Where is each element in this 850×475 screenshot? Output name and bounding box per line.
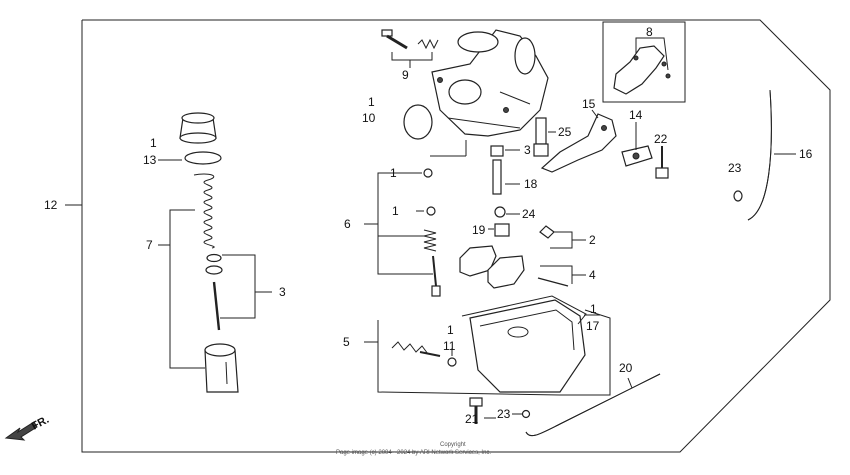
callout-8: 8 xyxy=(646,25,653,39)
callout-6: 6 xyxy=(344,217,351,231)
oring-part-13[interactable] xyxy=(184,151,222,165)
washer-part-1[interactable] xyxy=(423,168,433,178)
plug-part-1[interactable] xyxy=(426,206,436,216)
retainer-part-3[interactable] xyxy=(205,265,223,275)
front-direction-arrow-icon xyxy=(4,421,38,441)
callout-21: 21 xyxy=(465,412,479,426)
plunger-part-25[interactable] xyxy=(533,117,549,157)
callout-1-body: 1 xyxy=(368,95,375,109)
callout-1-plug: 1 xyxy=(392,204,399,218)
carburetor-body[interactable] xyxy=(431,29,549,137)
lever-arm-part-14[interactable] xyxy=(621,145,653,167)
callout-12: 12 xyxy=(44,198,58,212)
callout-11: 11 xyxy=(443,339,456,353)
callout-15: 15 xyxy=(582,97,596,111)
inset-box-part-8 xyxy=(602,21,686,103)
copyright-line-2: Page image (c) 2004 - 2024 by ARI Networ… xyxy=(336,450,491,456)
oring-part-10[interactable] xyxy=(403,104,433,140)
callout-20: 20 xyxy=(619,361,633,375)
clip-part-2[interactable] xyxy=(539,225,555,239)
callout-23-lower: 23 xyxy=(497,407,511,421)
clip-part-23-lower[interactable] xyxy=(521,409,531,419)
main-frame xyxy=(330,19,831,453)
vent-tube-part-16[interactable] xyxy=(747,89,772,221)
valve-seat-part-19[interactable] xyxy=(494,223,510,237)
spring-part-7[interactable] xyxy=(193,173,215,249)
copyright-line-1: Copyright xyxy=(440,442,466,448)
callout-9: 9 xyxy=(402,68,409,82)
callout-1-washer: 1 xyxy=(390,166,397,180)
callout-1-drain: 1 xyxy=(447,323,454,337)
callout-3-jet: 3 xyxy=(524,143,531,157)
jet-part-18[interactable] xyxy=(490,145,504,195)
jet-needle[interactable] xyxy=(212,281,221,331)
left-panel-frame xyxy=(81,20,330,453)
pilot-screw-part-5[interactable] xyxy=(391,341,441,357)
screw-part-9[interactable] xyxy=(381,29,408,50)
spring-part-6[interactable] xyxy=(423,229,437,252)
callout-2: 2 xyxy=(589,233,596,247)
callout-16: 16 xyxy=(799,147,813,161)
callout-25: 25 xyxy=(558,125,572,139)
clip-part-3[interactable] xyxy=(206,253,222,263)
bracket-part-8[interactable] xyxy=(613,45,667,95)
callout-14: 14 xyxy=(629,108,643,122)
callout-17: 17 xyxy=(586,319,600,333)
front-direction-label: FR. xyxy=(30,414,51,433)
lever-part-15[interactable] xyxy=(540,113,617,173)
callout-1-gasket: 1 xyxy=(590,302,597,316)
callout-19: 19 xyxy=(472,223,486,237)
throttle-valve[interactable] xyxy=(204,343,239,393)
callout-7: 7 xyxy=(146,238,153,252)
callout-3-clip: 3 xyxy=(279,285,286,299)
callout-1-cap: 1 xyxy=(150,136,157,150)
callout-23-upper: 23 xyxy=(728,161,742,175)
float-chamber-body[interactable] xyxy=(469,299,586,393)
needle-jet-part-6[interactable] xyxy=(431,255,441,297)
float-part-2[interactable] xyxy=(459,245,525,289)
drain-screw-part-21[interactable] xyxy=(469,397,483,424)
drain-plug-part-11[interactable] xyxy=(447,357,457,367)
callout-5: 5 xyxy=(343,335,350,349)
callout-24: 24 xyxy=(522,207,536,221)
spring-part-9[interactable] xyxy=(417,38,439,50)
cap-part-13[interactable] xyxy=(179,112,217,144)
washer-part-24[interactable] xyxy=(494,206,506,218)
screw-part-22[interactable] xyxy=(655,146,669,179)
callout-10: 10 xyxy=(362,111,376,125)
callout-4: 4 xyxy=(589,268,596,282)
float-pin-part-4[interactable] xyxy=(537,277,569,287)
gasket-part-17[interactable] xyxy=(461,295,587,325)
callout-18: 18 xyxy=(524,177,538,191)
callout-13: 13 xyxy=(143,153,157,167)
clip-part-23-upper[interactable] xyxy=(733,190,743,202)
callout-22: 22 xyxy=(654,132,668,146)
